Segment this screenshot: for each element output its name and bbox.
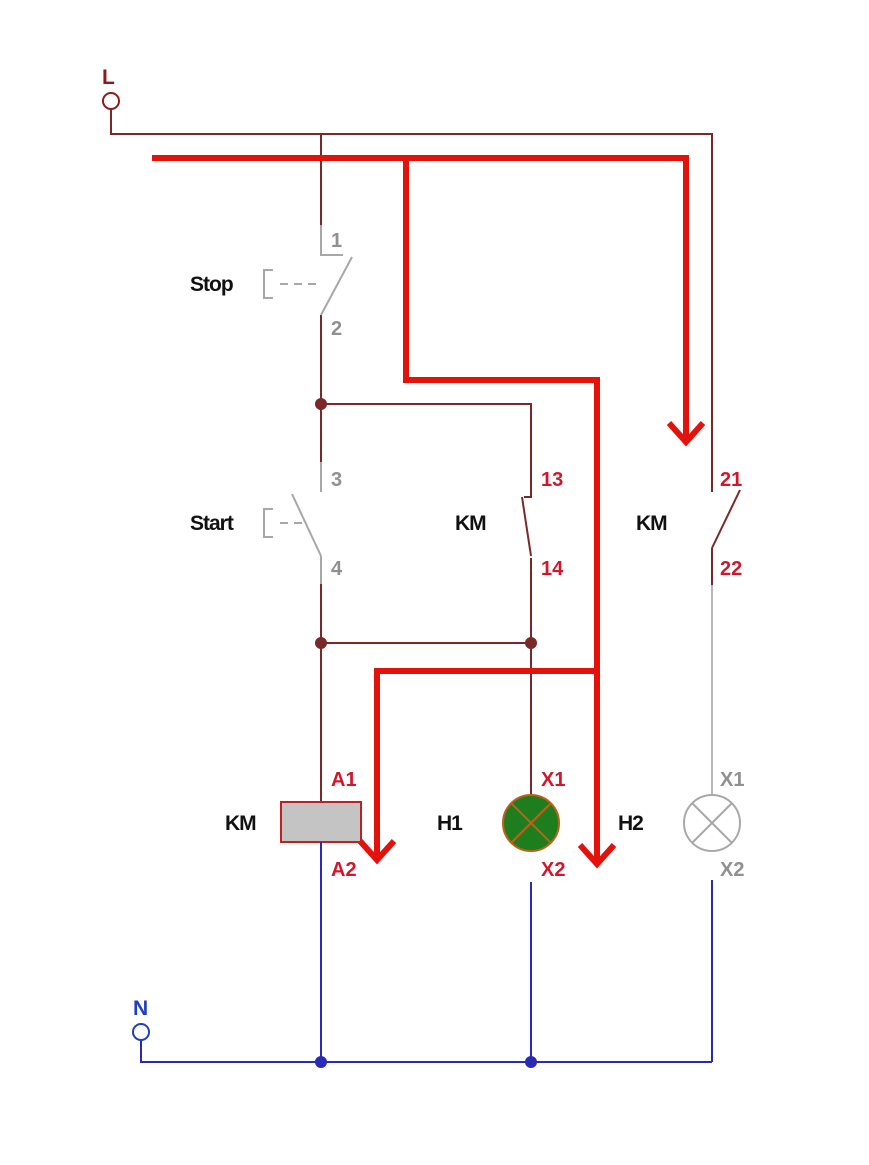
h1-lamp (502, 794, 560, 852)
stop-button-head (263, 269, 273, 299)
junction-dot (315, 398, 327, 410)
stop-pin-bottom: 2 (331, 318, 342, 340)
start-pin-bottom: 4 (331, 558, 343, 580)
stop-label: Stop (190, 273, 233, 296)
wire-l-bus (110, 109, 713, 475)
km-no-pin-bottom: 14 (541, 558, 564, 580)
junctions (315, 398, 537, 1068)
h2-pin-bottom: X2 (720, 859, 744, 881)
line-wires (110, 109, 713, 802)
flow-branch-middle (403, 155, 600, 862)
km-coil-pin-bottom: A2 (331, 859, 357, 881)
wire-junction-to-km13 (321, 403, 532, 492)
km-coil (280, 796, 362, 882)
km-nc-contact (711, 489, 741, 558)
terminal-n-label: N (133, 997, 147, 1020)
km-nc-label: KM (636, 512, 667, 535)
junction-dot (525, 637, 537, 649)
junction-dot (525, 1056, 537, 1068)
terminal-n: N (132, 997, 150, 1041)
current-flow-arrows (152, 155, 706, 869)
km13-blade (521, 496, 532, 557)
stop-pushbutton (263, 225, 353, 316)
flow-arrowhead-middle (577, 842, 617, 869)
coil-body (280, 801, 362, 843)
start-button-head (263, 508, 273, 538)
km-no-label: KM (455, 512, 486, 535)
h2-lamp-cross (691, 802, 733, 844)
h1-lamp-cross (510, 802, 552, 844)
terminal-l: L (102, 66, 120, 110)
km-nc-pin-bottom: 22 (720, 558, 742, 580)
km-no-pin-top: 13 (541, 469, 563, 491)
h1-pin-bottom: X2 (541, 859, 565, 881)
start-label: Start (190, 512, 234, 535)
terminal-n-circle (132, 1023, 150, 1041)
junction-dot (315, 1056, 327, 1068)
h1-pin-top: X1 (541, 769, 565, 791)
terminal-l-circle (102, 92, 120, 110)
neutral-wires (140, 880, 713, 1063)
flow-branch-left (374, 668, 597, 858)
start-contact-blade (291, 493, 322, 557)
flow-arrowhead-left (357, 838, 397, 865)
wire-n-bus (140, 1040, 712, 1063)
start-pin-top: 3 (331, 469, 342, 491)
h2-label: H2 (618, 812, 643, 835)
km-coil-pin-top: A1 (331, 769, 357, 791)
stop-contact-top (320, 225, 343, 256)
km13-stub (524, 492, 532, 498)
stop-contact-blade (320, 256, 353, 316)
terminal-l-label: L (102, 66, 115, 89)
wire-stop-stub-top (320, 225, 331, 256)
flow-arrowhead-right (666, 420, 706, 447)
h2-lamp (683, 794, 741, 852)
h2-pin-top: X1 (720, 769, 744, 791)
start-pushbutton (263, 462, 322, 584)
h1-label: H1 (437, 812, 463, 835)
km-no-contact (521, 492, 532, 557)
km-coil-label: KM (225, 812, 256, 835)
stop-pin-top: 1 (331, 230, 342, 252)
km21-blade (711, 489, 741, 549)
km-nc-pin-top: 21 (720, 469, 742, 491)
junction-dot (315, 637, 327, 649)
